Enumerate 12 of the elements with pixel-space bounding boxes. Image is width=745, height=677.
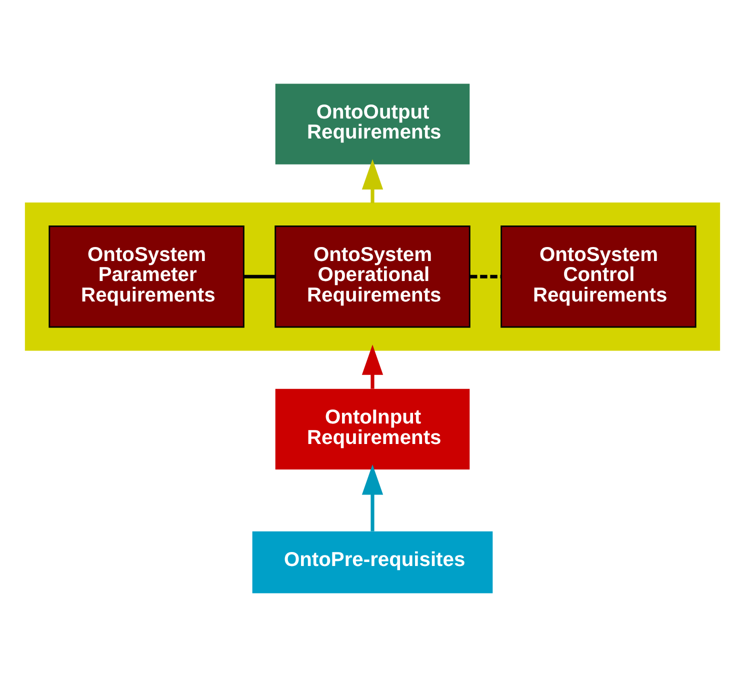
connector xyxy=(244,274,276,278)
connector xyxy=(470,274,502,278)
arrow xyxy=(362,159,384,204)
arrow xyxy=(362,464,384,532)
node-box: OntoOutput Requirements xyxy=(275,84,470,164)
node-box: OntoPre-requisites xyxy=(252,531,493,594)
arrow xyxy=(362,344,384,389)
node-box: OntoSystem Parameter Requirements xyxy=(48,226,244,328)
node-box: OntoSystem Operational Requirements xyxy=(274,226,470,328)
node-box: OntoInput Requirements xyxy=(275,388,470,470)
cluster xyxy=(24,202,720,351)
node-box: OntoSystem Control Requirements xyxy=(500,226,696,328)
